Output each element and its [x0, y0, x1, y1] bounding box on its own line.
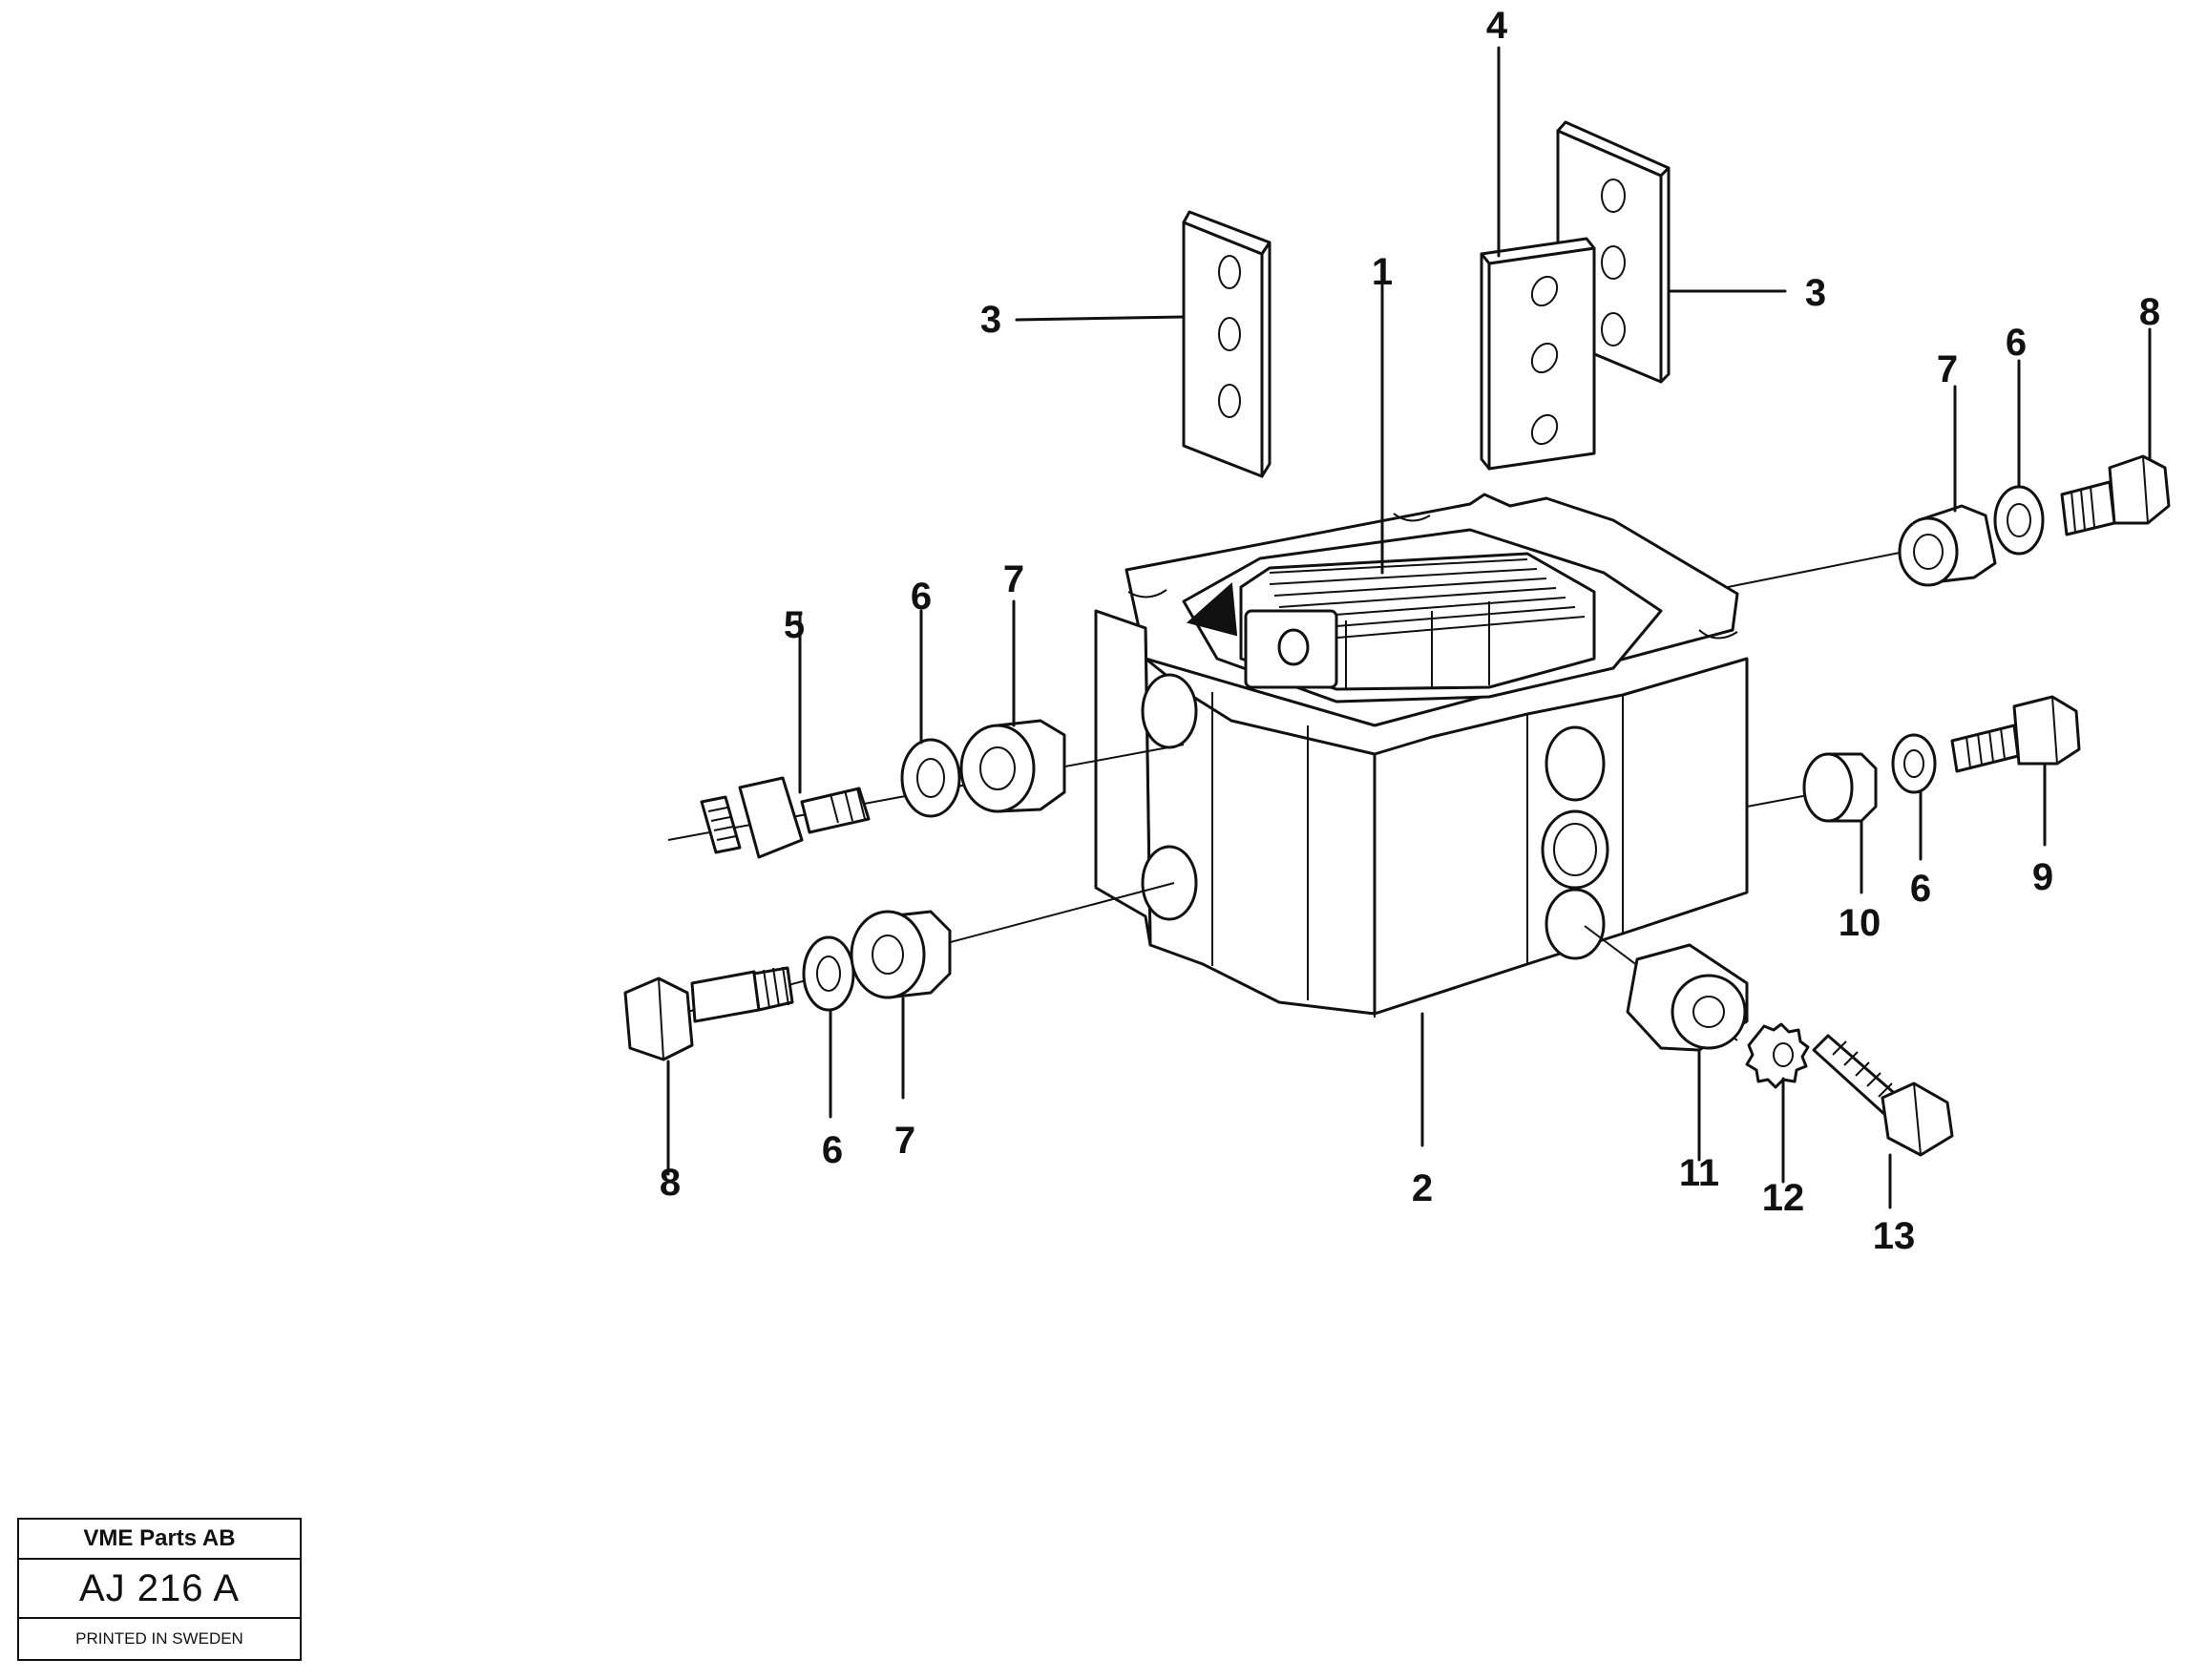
- callout-8-lower-left: 8: [660, 1162, 681, 1204]
- callout-12: 12: [1762, 1177, 1805, 1219]
- callout-4: 4: [1486, 5, 1508, 47]
- callout-11: 11: [1679, 1152, 1719, 1194]
- callout-6-upper-left: 6: [911, 576, 932, 618]
- printed-note: PRINTED IN SWEDEN: [75, 1629, 243, 1648]
- bolt-assembly-lower-right: [1584, 925, 1954, 1209]
- callout-8-upper-right: 8: [2139, 291, 2160, 333]
- callout-2: 2: [1412, 1167, 1433, 1209]
- callout-13: 13: [1873, 1215, 1916, 1257]
- bolt-assembly-lower-left: [623, 882, 1175, 1176]
- callout-6-upper-right: 6: [2006, 322, 2027, 364]
- callout-6-lower-left: 6: [822, 1129, 843, 1171]
- callout-3-left: 3: [980, 299, 1001, 341]
- housing-part-2: [1094, 493, 1749, 1147]
- callout-7-lower-left: 7: [894, 1120, 915, 1162]
- bolt-assembly-upper-left: [667, 599, 1185, 859]
- rectifier-part-1: [1239, 277, 1596, 691]
- plate-part-4: [1480, 46, 1596, 471]
- callout-10: 10: [1839, 902, 1881, 944]
- callout-7-upper-right: 7: [1937, 348, 1958, 390]
- bolt-assembly-mid-right: [1746, 695, 2081, 894]
- callout-9: 9: [2032, 856, 2053, 898]
- callout-3-right: 3: [1805, 272, 1826, 314]
- callout-1: 1: [1372, 251, 1393, 293]
- drawing-code: AJ 216 A: [19, 1560, 300, 1619]
- title-block: VME Parts AB AJ 216 A PRINTED IN SWEDEN: [17, 1518, 302, 1661]
- company-name: VME Parts AB: [19, 1520, 300, 1560]
- plate-part-3-left: [1015, 210, 1272, 478]
- callout-6-mid-right: 6: [1910, 868, 1931, 910]
- bolt-assembly-upper-right: [1727, 327, 2171, 588]
- callout-5: 5: [784, 604, 805, 646]
- callout-7-upper-left: 7: [1003, 558, 1024, 600]
